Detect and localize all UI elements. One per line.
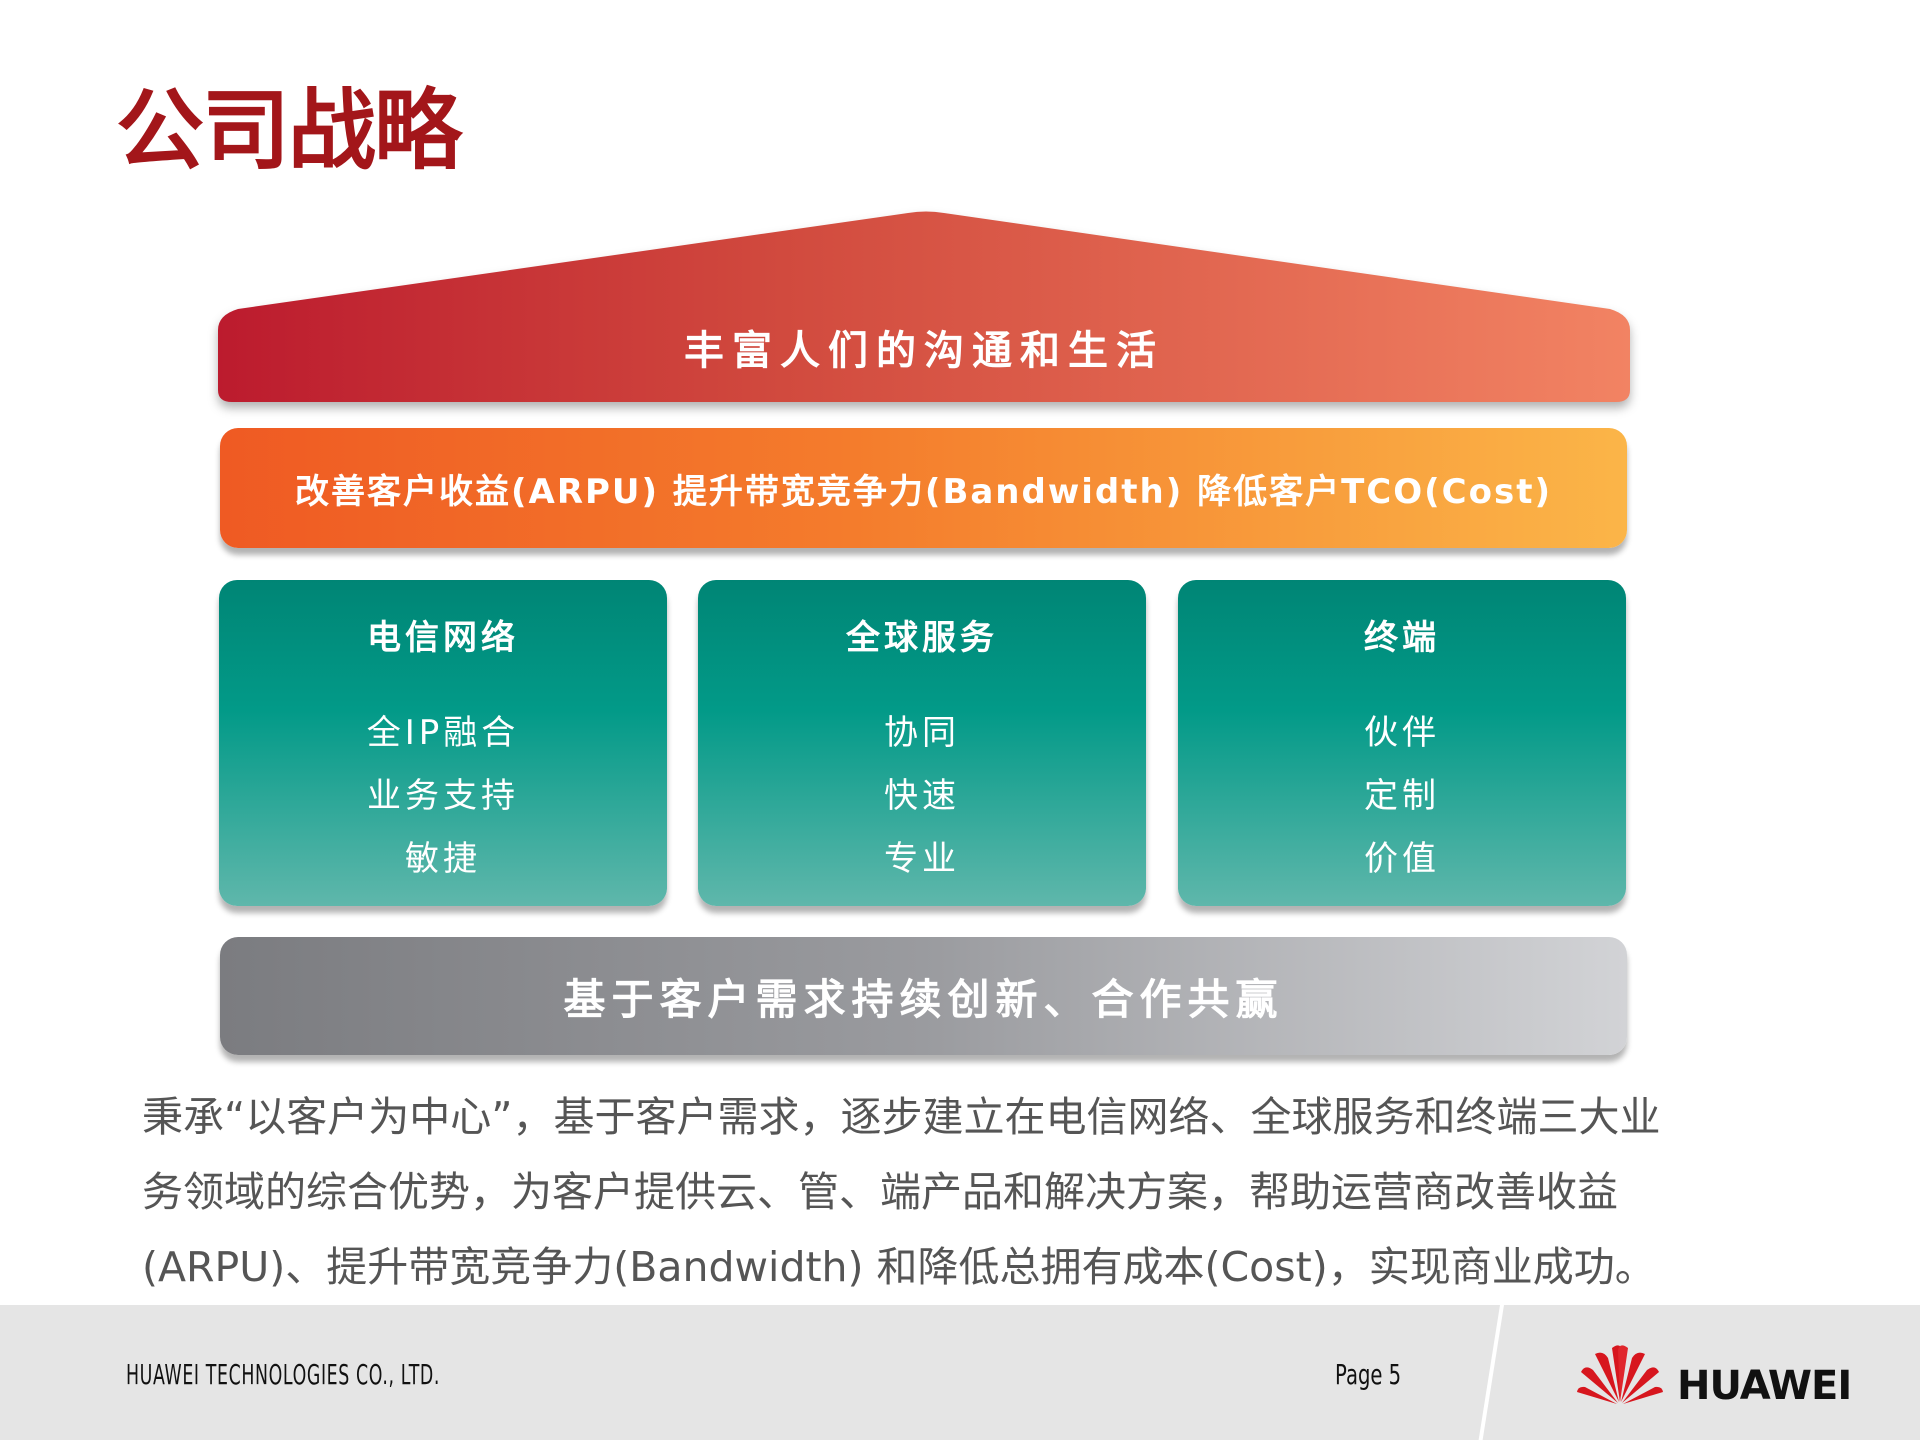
- pillar-devices: 终端 伙伴 定制 价值: [1178, 580, 1626, 906]
- pillar-item: 敏捷: [405, 839, 481, 879]
- foundation-bar-label: 基于客户需求持续创新、合作共赢: [563, 974, 1284, 1024]
- pillar-heading: 电信网络: [367, 618, 519, 658]
- footer: [0, 1305, 1920, 1440]
- pillar-item: 价值: [1364, 839, 1440, 879]
- pillar-telecom-network: 电信网络 全IP融合 业务支持 敏捷: [219, 580, 667, 906]
- pillar-item: 全IP融合: [366, 713, 520, 753]
- pillar-item: 伙伴: [1364, 713, 1440, 753]
- pillar-item: 协同: [884, 713, 960, 753]
- pillar-global-services: 全球服务 协同 快速 专业: [698, 580, 1146, 906]
- roof-banner-label: 丰富人们的沟通和生活: [684, 328, 1164, 374]
- paragraph-line: 秉承“以客户为中心”，基于客户需求，逐步建立在电信网络、全球服务和终端三大业: [142, 1093, 1661, 1141]
- page-title: 公司战略: [116, 79, 462, 182]
- values-bar-label: 改善客户收益(ARPU) 提升带宽竞争力(Bandwidth) 降低客户TCO(…: [294, 471, 1553, 512]
- roof-banner-shape: [218, 211, 1630, 402]
- page-number: Page 5: [1335, 1358, 1402, 1391]
- huawei-wordmark: HUAWEI: [1677, 1363, 1852, 1409]
- foundation-bar: 基于客户需求持续创新、合作共赢: [220, 937, 1627, 1055]
- huawei-logo-icon: [1577, 1345, 1663, 1404]
- values-bar: 改善客户收益(ARPU) 提升带宽竞争力(Bandwidth) 降低客户TCO(…: [220, 428, 1627, 548]
- pillar-item: 业务支持: [367, 776, 519, 816]
- pillar-item: 专业: [884, 839, 960, 879]
- strategy-paragraph: 秉承“以客户为中心”，基于客户需求，逐步建立在电信网络、全球服务和终端三大业 务…: [142, 1080, 1862, 1305]
- paragraph-line: 务领域的综合优势，为客户提供云、管、端产品和解决方案，帮助运营商改善收益: [142, 1168, 1618, 1216]
- pillar-item: 快速: [884, 776, 960, 816]
- pillar-heading: 终端: [1364, 618, 1440, 658]
- pillar-item: 定制: [1364, 776, 1440, 816]
- pillar-heading: 全球服务: [846, 618, 998, 658]
- paragraph-line: (ARPU)、提升带宽竞争力(Bandwidth) 和降低总拥有成本(Cost)…: [142, 1243, 1656, 1291]
- footer-company: HUAWEI TECHNOLOGIES CO., LTD.: [126, 1358, 441, 1391]
